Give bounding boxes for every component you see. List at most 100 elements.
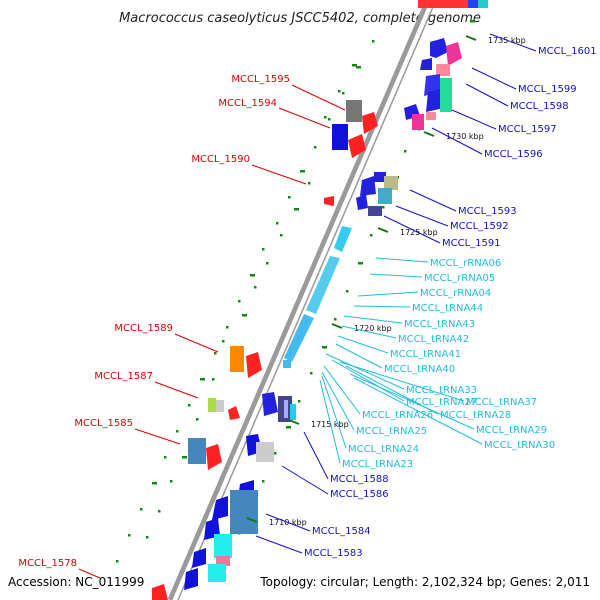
gc-dot — [372, 40, 375, 43]
gc-dot — [222, 340, 225, 343]
gene-label: MCCL_tRNA30 — [484, 440, 555, 451]
gene-feature — [430, 38, 448, 58]
gc-dot — [470, 20, 475, 23]
gc-dot — [170, 480, 173, 483]
gene-label: MCCL_1584 — [312, 526, 371, 537]
gene-feature — [440, 78, 452, 112]
gc-dot — [250, 274, 255, 277]
gene-label: MCCL_tRNA40 — [384, 364, 455, 375]
gene-feature — [188, 438, 206, 464]
label-leader-line — [134, 428, 181, 445]
gene-feature — [374, 172, 386, 182]
gene-feature — [262, 392, 278, 416]
label-leader-line — [251, 164, 307, 185]
gc-dot — [152, 482, 157, 485]
label-leader-line — [343, 315, 403, 324]
label-leader-line — [325, 353, 405, 390]
gc-dot — [328, 118, 331, 121]
label-leader-line — [154, 381, 199, 399]
gene-label: MCCL_1587 — [94, 371, 153, 382]
gc-dot — [370, 234, 373, 237]
gene-label: MCCL_1601 — [538, 46, 597, 57]
gc-dot — [294, 208, 299, 211]
gc-dot — [276, 222, 279, 225]
gene-feature — [230, 490, 258, 534]
label-leader-line — [383, 215, 441, 244]
gc-dot — [128, 534, 131, 537]
tick-mark — [288, 419, 300, 425]
gene-feature — [184, 568, 198, 590]
gc-dot — [286, 426, 291, 429]
label-leader-line — [369, 273, 423, 278]
gc-dot — [288, 196, 291, 199]
gc-dot — [300, 170, 305, 173]
gc-dot — [322, 346, 327, 349]
label-leader-line — [281, 465, 329, 495]
tick-mark — [423, 131, 435, 137]
gc-dot — [226, 326, 229, 329]
tick-mark — [331, 323, 343, 329]
gc-dot — [188, 404, 191, 407]
gene-label: MCCL_tRNA42 — [398, 334, 469, 345]
gc-dot — [158, 510, 161, 513]
gene-label: MCCL_1591 — [442, 238, 501, 249]
gene-feature — [356, 194, 368, 210]
gene-label: MCCL_1589 — [114, 323, 173, 334]
map-title: Macrococcus caseolyticus JSCC5402, compl… — [119, 11, 481, 26]
label-leader-line — [278, 107, 331, 129]
gene-feature — [426, 88, 444, 112]
gene-feature — [360, 176, 376, 196]
label-leader-line — [471, 67, 517, 90]
gene-feature — [152, 584, 168, 600]
gene-label: MCCL_1594 — [218, 98, 277, 109]
gc-dot — [140, 508, 143, 511]
gene-feature — [228, 406, 240, 420]
label-leader-line — [349, 373, 475, 430]
gene-label: MCCL_1578 — [18, 558, 77, 569]
gene-label: MCCL_rRNA04 — [420, 288, 491, 299]
gc-dot — [314, 146, 317, 149]
gc-dot — [298, 400, 301, 403]
gene-label: MCCL_tRNA23 — [342, 459, 413, 470]
gene-label: MCCL_tRNA43 — [404, 319, 475, 330]
label-leader-line — [255, 535, 303, 554]
gene-label: MCCL_tRNA27 — [406, 397, 477, 408]
label-leader-line — [291, 84, 346, 111]
gene-label: MCCL_1593 — [458, 206, 517, 217]
gene-feature — [290, 404, 296, 420]
gene-label: MCCL_rRNA06 — [430, 258, 501, 269]
gene-label: MCCL_1596 — [484, 149, 543, 160]
gc-dot — [238, 300, 241, 303]
gene-feature — [346, 100, 362, 122]
gene-feature — [284, 314, 314, 362]
gene-label: MCCL_tRNA26 — [362, 410, 433, 421]
topology-text: Topology: circular; Length: 2,102,324 bp… — [259, 575, 590, 589]
gene-label: MCCL_tRNA44 — [412, 303, 483, 314]
gc-dot — [116, 560, 119, 563]
gene-feature — [436, 64, 450, 76]
gene-feature — [192, 548, 206, 568]
label-leader-line — [465, 83, 509, 107]
gene-feature — [216, 556, 230, 566]
label-leader-line — [331, 359, 405, 402]
gc-dot — [342, 92, 345, 95]
gene-feature — [378, 188, 392, 204]
gene-label: MCCL_1583 — [304, 548, 363, 559]
gene-label: MCCL_1586 — [330, 489, 389, 500]
gene-label: MCCL_tRNA24 — [348, 444, 419, 455]
gc-dot — [214, 352, 217, 355]
label-leader-line — [353, 305, 411, 308]
gene-feature — [324, 196, 334, 206]
gene-feature — [368, 206, 382, 216]
label-leader-line — [335, 343, 383, 369]
gene-feature — [446, 42, 462, 66]
gene-feature — [214, 534, 232, 558]
gene-label: MCCL_tRNA37 — [466, 397, 537, 408]
gene-label: MCCL_1599 — [518, 84, 577, 95]
label-leader-line — [337, 335, 389, 354]
label-leader-line — [489, 33, 537, 52]
gc-dot — [346, 290, 349, 293]
gene-label: MCCL_1595 — [231, 74, 290, 85]
gene-label: MCCL_1592 — [450, 221, 509, 232]
